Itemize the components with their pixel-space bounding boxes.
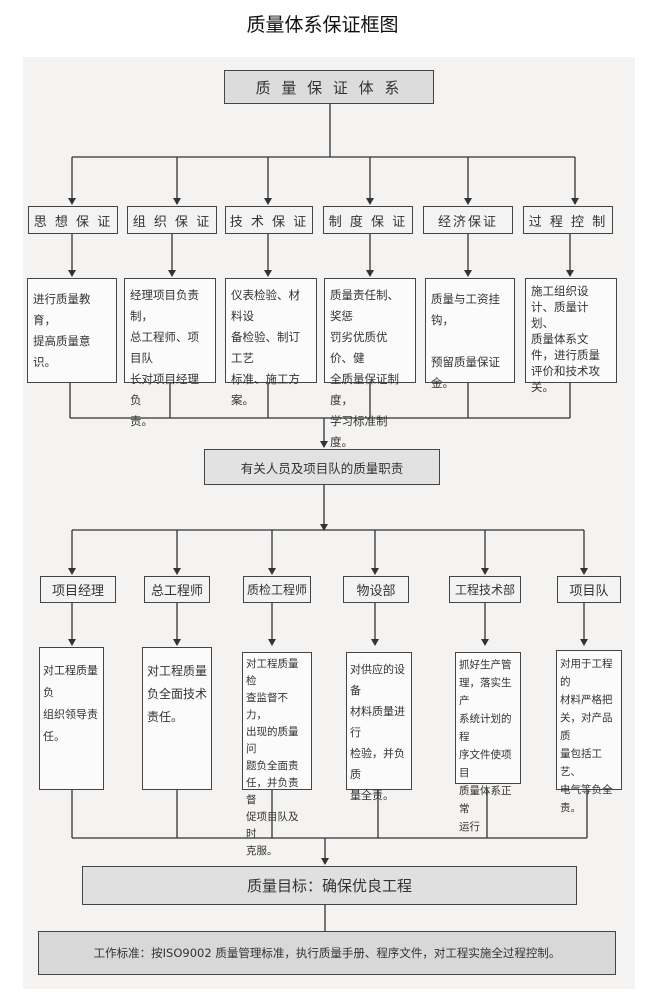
category-desc-technical: 仪表检验、材料设 备检验、制订工艺 标准、施工方案。 [225,278,317,407]
category-label-technical: 技 术 保 证 [225,206,313,234]
category-label-economic: 经济保证 [423,206,513,234]
role-desc-project-team: 对用于工程的 材料严格把 关，对产品质 量包括工艺、 电气等负全 责。 [556,650,622,814]
category-desc-process: 施工组织设 计、质量计划、 质量体系文 件，进行质量 评价和技术攻 关。 [525,278,617,394]
role-label-engineering-dept: 工程技术部 [449,576,521,603]
quality-system-box: 质 量 保 证 体 系 [224,70,434,104]
page-title: 质量体系保证框图 [246,14,399,36]
role-desc-quality-engineer: 对工程质量检 查监督不力， 出现的质量问 题负全面责 任，并负责督 促项目队及时… [242,652,312,857]
category-label-system: 制 度 保 证 [323,206,413,234]
role-label-chief-engineer: 总工程师 [144,576,210,603]
category-desc-system: 质量责任制、奖惩 罚劣优质优价、健 全质量保证制度， 学习标准制度。 [324,278,416,449]
category-desc-thought: 进行质量教育， 提高质量意识。 [27,278,117,383]
category-label-process: 过 程 控 制 [523,206,613,234]
role-label-project-team: 项目队 [557,576,621,603]
role-label-materials-dept: 物设部 [343,576,409,603]
role-desc-engineering-dept: 抓好生产管 理，落实生产 系统计划的程 序文件使项目 质量体系正常 运行 [455,652,521,833]
category-label-organization: 组 织 保 证 [127,206,217,234]
role-label-quality-engineer: 质检工程师 [243,576,311,603]
role-desc-project-manager: 对工程质量负 组织领导责 任。 [39,647,104,790]
work-standard-box: 工作标准：按ISO9002 质量管理标准，执行质量手册、程序文件，对工程实施全过… [38,931,616,975]
diagram-sheet [23,57,635,989]
personnel-responsibility-box: 有关人员及项目队的质量职责 [204,449,440,485]
quality-goal-box: 质量目标：确保优良工程 [82,866,577,905]
role-desc-materials-dept: 对供应的设备 材料质量进行 检验，并负质 量全责。 [346,652,412,802]
category-label-thought: 思 想 保 证 [28,206,118,234]
role-label-project-manager: 项目经理 [40,576,116,603]
category-desc-economic: 质量与工资挂钩， 预留质量保证金。 [425,278,515,390]
role-desc-chief-engineer: 对工程质量 负全面技术 责任。 [142,647,212,790]
category-desc-organization: 经理项目负责制， 总工程师、项目队 长对项目经理负 责。 [124,278,216,428]
